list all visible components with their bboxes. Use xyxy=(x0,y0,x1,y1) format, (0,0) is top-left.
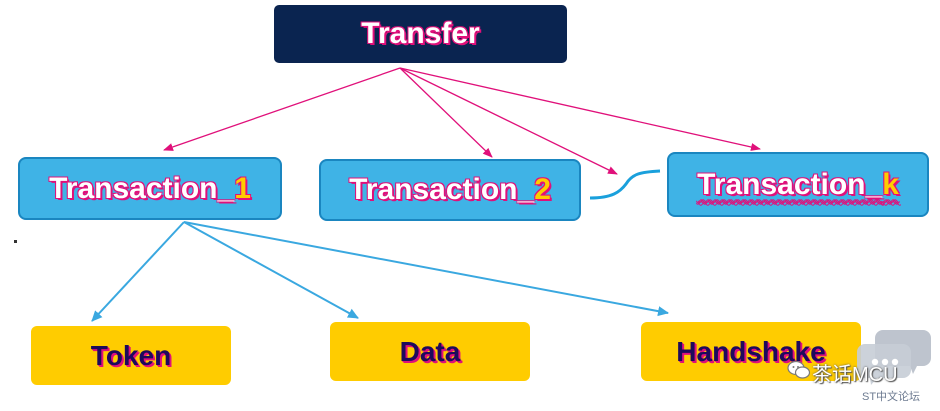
transaction-1-node: Transaction_1 xyxy=(18,157,282,220)
transaction-2-index: 2 xyxy=(534,173,551,206)
transfer-label: Transfer xyxy=(361,17,480,50)
arrow-transfer-to-transaction-1 xyxy=(163,67,401,151)
transfer-node: Transfer xyxy=(274,5,567,63)
transaction-2-label: Transaction_2 xyxy=(349,173,551,207)
wechat-icon xyxy=(787,360,811,379)
data-node: Data xyxy=(330,322,530,381)
token-node: Token xyxy=(31,326,231,385)
stray-dot xyxy=(14,240,17,243)
transaction-1-label: Transaction_1 xyxy=(49,172,251,206)
ellipsis-connector xyxy=(589,169,661,200)
token-label: Token xyxy=(90,339,172,371)
watermark-subtitle: ST中文论坛 xyxy=(862,391,921,403)
arrow-transaction-to-data xyxy=(183,221,359,319)
transaction-2-node: Transaction_2 xyxy=(319,159,581,221)
transaction-1-index: 1 xyxy=(234,171,251,205)
transaction-k-node: Transaction_k xyxy=(667,152,929,217)
transaction-k-label: Transaction_k xyxy=(697,168,899,202)
arrow-transfer-to-transaction-2 xyxy=(399,67,493,158)
watermark-title: 茶话MCU xyxy=(812,364,898,386)
handshake-node: Handshake xyxy=(641,322,861,381)
transaction-2-prefix: Transaction_ xyxy=(349,173,535,206)
data-label: Data xyxy=(399,335,461,367)
transaction-k-index: k xyxy=(882,167,899,201)
arrow-transaction-to-token xyxy=(91,221,185,322)
arrow-transfer-to-transaction-k xyxy=(399,67,761,151)
chat-bubble-logo-icon xyxy=(857,330,931,385)
transaction-k-prefix: Transaction_ xyxy=(697,167,883,201)
arrow-transfer-to-intermediate xyxy=(399,67,618,175)
transaction-1-prefix: Transaction_ xyxy=(49,171,235,205)
handshake-label: Handshake xyxy=(676,335,826,367)
arrow-transaction-to-handshake xyxy=(183,221,669,317)
